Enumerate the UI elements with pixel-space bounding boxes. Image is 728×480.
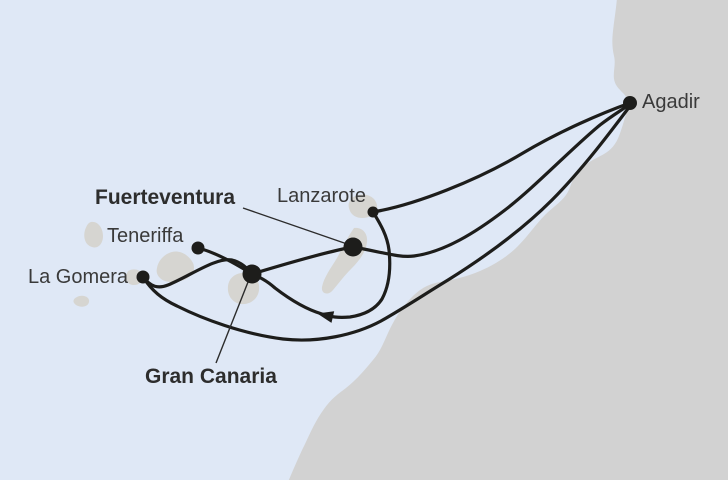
port-dot-gran-canaria <box>242 264 262 284</box>
port-dot-fuerteventura <box>343 237 363 257</box>
port-label-fuerteventura: Fuerteventura <box>95 186 236 209</box>
port-dot-agadir <box>623 96 637 110</box>
island-teneriffa <box>156 251 194 283</box>
port-label-lanzarote: Lanzarote <box>277 185 366 207</box>
route-leg-grancanaria-fuerteventura-agadir <box>250 102 632 276</box>
leader-line-gran-canaria <box>215 276 251 364</box>
route-leg-lagomera-grancanaria <box>141 258 254 289</box>
port-dot-la-gomera <box>136 270 150 284</box>
port-dot-lanzarote <box>367 206 379 218</box>
port-label-gran-canaria: Gran Canaria <box>145 365 277 388</box>
route-leg-lanzarote-grancanaria <box>250 210 392 319</box>
port-label-agadir: Agadir <box>642 91 700 113</box>
port-label-la-gomera: La Gomera <box>28 266 129 288</box>
leader-line-fuerteventura <box>242 207 351 246</box>
route-leg-lanzarote-agadir <box>371 101 632 214</box>
island-el-hierro <box>73 295 90 307</box>
port-label-teneriffa: Teneriffa <box>107 225 184 247</box>
island-la-palma <box>84 221 103 248</box>
port-dot-teneriffa <box>191 241 205 255</box>
africa-landmass <box>288 0 728 480</box>
route-leg-lagomera-south-agadir <box>141 104 632 342</box>
route-direction-arrow-icon <box>317 311 335 323</box>
